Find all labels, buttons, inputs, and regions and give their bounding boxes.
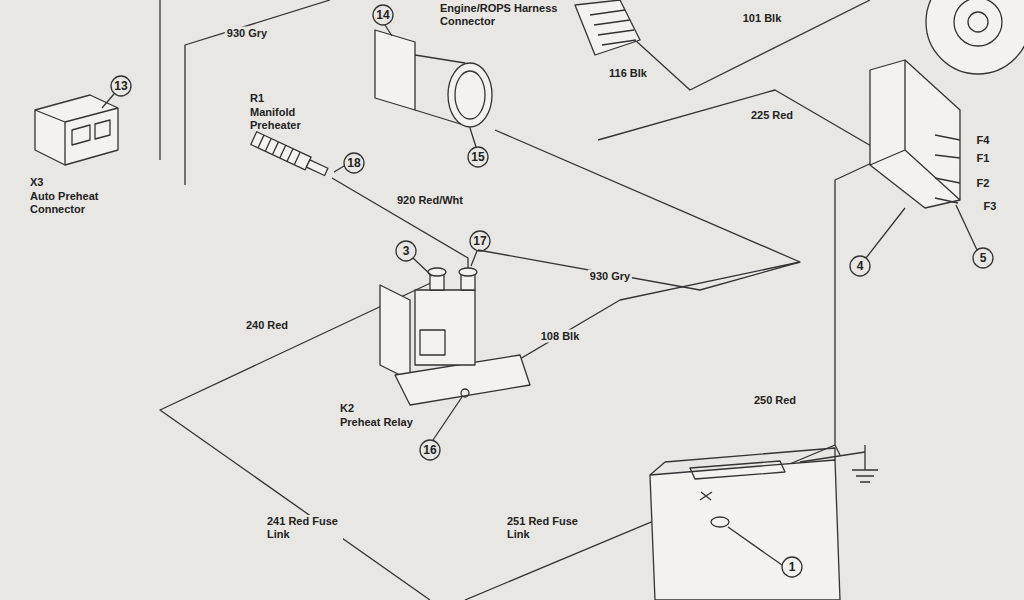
wire-label: 930 Gry — [225, 27, 269, 40]
wire-label: 241 Red Fuse Link — [265, 515, 343, 541]
callout-number: 5 — [980, 252, 987, 265]
callout-number: 17 — [473, 235, 486, 248]
callout-number: 14 — [376, 9, 389, 22]
wire-label: 251 Red Fuse Link — [505, 515, 583, 541]
component-label: Preheat Relay — [340, 416, 413, 429]
fuse-label: F1 — [977, 152, 990, 165]
callout-number: 15 — [471, 151, 484, 164]
wire-label: 225 Red — [749, 109, 795, 122]
callout-number: 13 — [114, 80, 127, 93]
callout-number: 18 — [347, 157, 360, 170]
wire-label: 101 Blk — [741, 12, 784, 25]
fuse-label: F3 — [984, 200, 997, 213]
callout-number: 4 — [857, 260, 864, 273]
fuse-label: F2 — [977, 177, 990, 190]
wire-label: 108 Blk — [539, 330, 582, 343]
fuse-label: F4 — [977, 134, 990, 147]
component-label: Engine/ROPS Harness Connector — [440, 2, 558, 28]
component-label: Auto Preheat Connector — [30, 190, 130, 216]
component-id: K2 — [340, 402, 354, 415]
wire-label: 930 Gry — [588, 270, 632, 283]
wire-label: 920 Red/Wht — [395, 194, 465, 207]
callout-number: 3 — [403, 245, 410, 258]
wire-label: 250 Red — [752, 394, 798, 407]
component-id: X3 — [30, 176, 43, 189]
callout-number: 1 — [789, 561, 796, 574]
callout-number: 16 — [423, 444, 436, 457]
wire-label: 116 Blk — [607, 67, 649, 80]
component-id: R1 — [250, 92, 264, 105]
component-label: Manifold Preheater — [250, 106, 330, 132]
wire-label: 240 Red — [244, 319, 290, 332]
